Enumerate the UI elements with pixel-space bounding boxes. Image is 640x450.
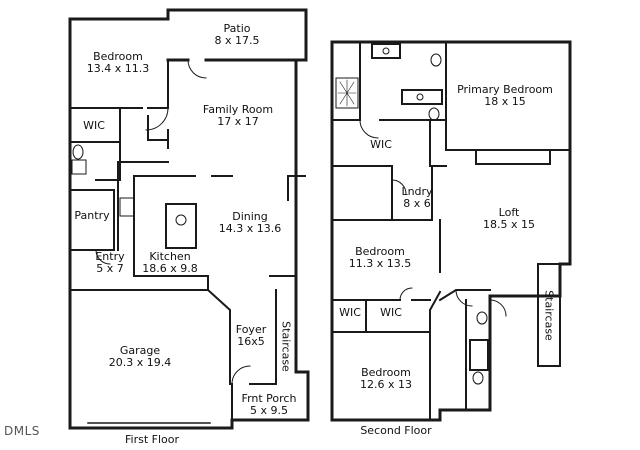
room-name: Frnt Porch [241,392,297,405]
room-laundry: Lndry 8 x 6 [401,186,432,210]
room-name: Lndry [401,185,433,198]
room-dimensions: 13.4 x 11.3 [86,62,150,75]
room-dimensions: 20.3 x 19.4 [108,356,172,369]
first-floor-interior [69,59,306,429]
room-wic-second: WIC [370,139,392,151]
room-kitchen: Kitchen 18.6 x 9.8 [142,251,198,275]
room-dimensions: 8 x 6 [403,197,431,210]
room-wic-left: WIC [339,307,361,319]
room-name: Dining [232,210,268,223]
room-dimensions: 12.6 x 13 [360,378,412,391]
room-dimensions: 18.6 x 9.8 [142,262,198,275]
room-dimensions: 18.5 x 15 [483,218,535,231]
room-wic-right: WIC [380,307,402,319]
dmls-watermark: DMLS [4,424,40,438]
room-name: Bedroom [93,50,143,63]
second-floor-doors [359,119,507,317]
room-name: WIC [370,138,392,151]
first-floor-doors [95,59,251,385]
first-floor-walls [68,8,310,430]
second-floor-interior [331,41,571,421]
room-dimensions: 17 x 17 [217,115,259,128]
room-name: Foyer [235,323,267,336]
room-dimensions: 5 x 9.5 [249,404,288,417]
first-floor-caption: First Floor [124,433,180,446]
room-bedroom-lower: Bedroom 12.6 x 13 [360,367,412,391]
room-dimensions: 18 x 15 [484,95,526,108]
room-dimensions: 11.3 x 13.5 [348,257,412,270]
room-foyer: Foyer 16x5 [236,324,266,348]
room-dimensions: 5 x 7 [96,262,124,275]
room-entry: Entry 5 x 7 [95,251,124,275]
room-staircase-second: Staircase [542,290,556,341]
second-floor-fixtures [335,47,488,385]
room-name: Bedroom [361,366,411,379]
room-dimensions: 8 x 17.5 [214,34,260,47]
room-patio: Patio 8 x 17.5 [215,23,260,47]
room-name: Family Room [202,103,274,116]
room-name: Kitchen [149,250,191,263]
room-bedroom-mid: Bedroom 11.3 x 13.5 [349,246,412,270]
second-floor-walls [330,40,572,422]
room-dining: Dining 14.3 x 13.6 [219,211,282,235]
room-family-room: Family Room 17 x 17 [203,104,273,128]
room-name: WIC [83,119,105,132]
room-front-porch: Frnt Porch 5 x 9.5 [242,393,297,417]
room-dimensions: 14.3 x 13.6 [218,222,282,235]
room-name: WIC [339,306,361,319]
room-name: Garage [119,344,161,357]
second-floor-caption: Second Floor [360,424,432,437]
room-staircase-first: Staircase [279,321,293,372]
room-name: Patio [223,22,251,35]
room-loft: Loft 18.5 x 15 [483,207,535,231]
room-name: Loft [498,206,520,219]
first-floor-fixtures [71,144,187,226]
room-wic-first: WIC [83,120,105,132]
room-pantry: Pantry [74,210,109,222]
room-name: WIC [380,306,402,319]
room-name: Pantry [74,209,110,222]
room-name: Primary Bedroom [457,83,553,96]
room-bedroom-first: Bedroom 13.4 x 11.3 [87,51,150,75]
room-name: Entry [95,250,125,263]
room-garage: Garage 20.3 x 19.4 [109,345,172,369]
room-dimensions: 16x5 [237,335,265,348]
room-primary-bedroom: Primary Bedroom 18 x 15 [457,84,553,108]
room-name: Bedroom [355,245,405,258]
